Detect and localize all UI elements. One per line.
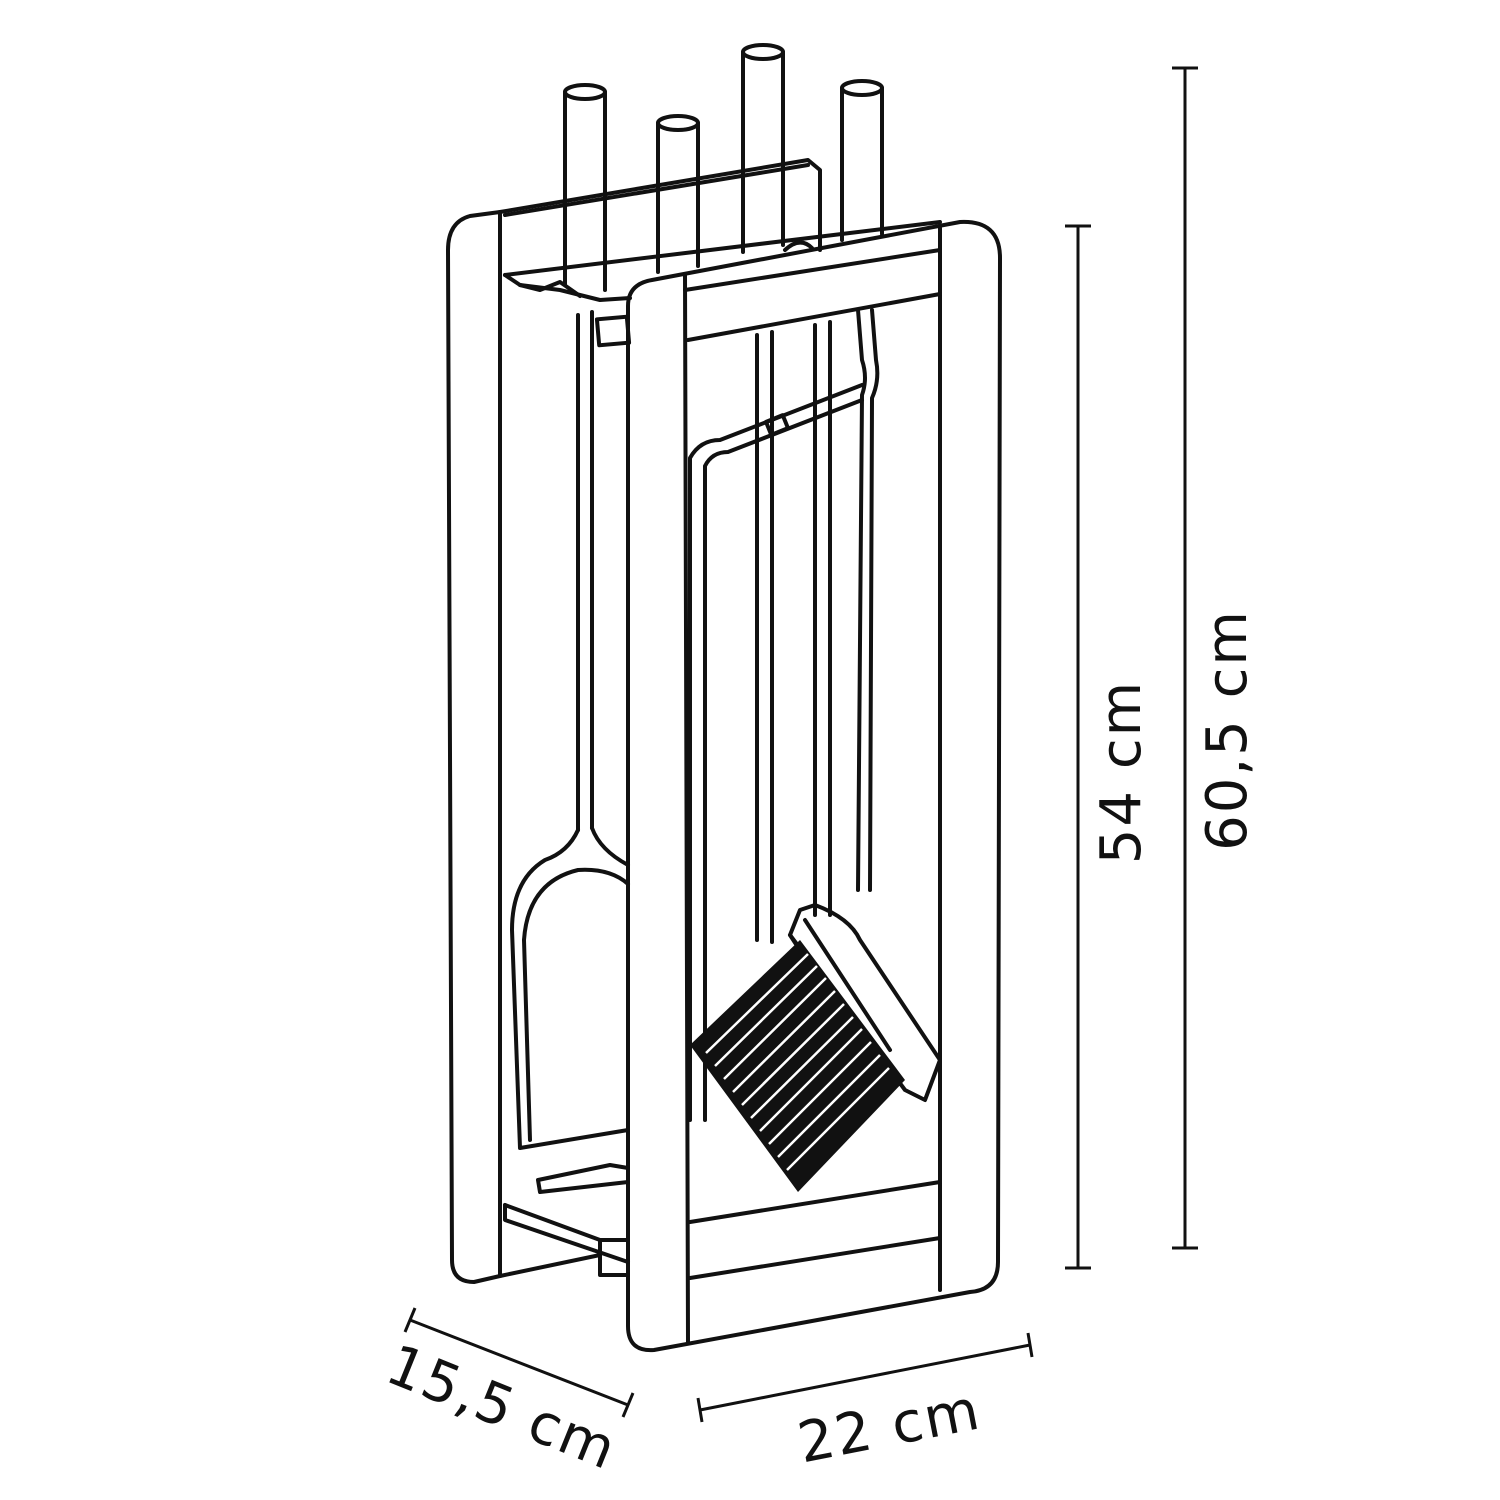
dimension-line-depth	[403, 1307, 635, 1418]
tool-handles	[563, 43, 884, 292]
top-shelf	[503, 220, 942, 302]
dimension-line-inner-height	[1065, 224, 1091, 1270]
back-frame	[446, 158, 822, 1284]
dimension-line-width	[696, 1332, 1034, 1423]
brush-bristles	[690, 940, 905, 1192]
dimension-line-total-height	[1172, 66, 1198, 1250]
front-frame	[503, 219, 1002, 1353]
poker	[688, 308, 880, 1122]
label-total-height: 60,5 cm	[1195, 609, 1260, 851]
label-width: 22 cm	[793, 1377, 986, 1476]
label-inner-height: 54 cm	[1089, 680, 1154, 864]
shovel	[510, 310, 632, 1194]
